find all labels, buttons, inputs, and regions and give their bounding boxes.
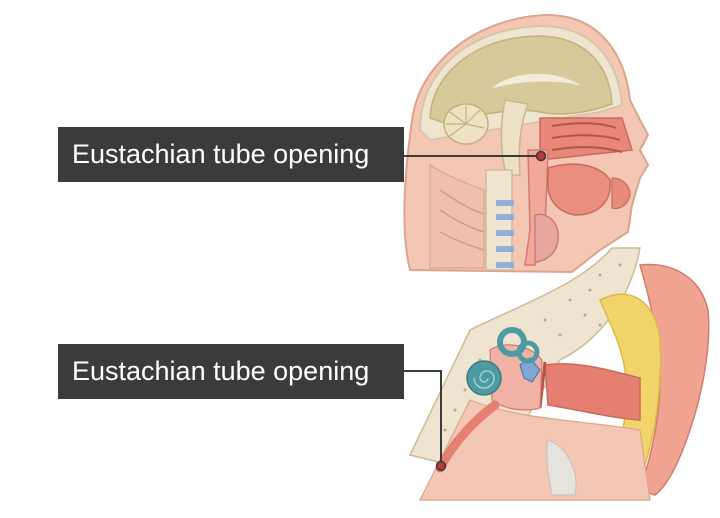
semicircular-canal-2: [516, 340, 540, 364]
nasal-conchae: [551, 122, 623, 153]
cerebellum-folia: [446, 106, 485, 137]
label-eustachian-tube-opening-top: Eustachian tube opening: [58, 127, 404, 182]
leader-line-bottom: [404, 370, 442, 462]
ear-canal: [544, 363, 641, 421]
eustachian-tube: [435, 400, 500, 473]
neck-muscle-striations: [439, 189, 485, 251]
lips: [611, 177, 631, 210]
eustachian-tube-opening-marker-top: [535, 150, 547, 162]
label-eustachian-tube-opening-bottom: Eustachian tube opening: [58, 344, 404, 399]
head-sagittal-section: [403, 13, 650, 274]
ear-cross-section: [408, 247, 710, 501]
intervertebral-disc-5: [496, 262, 514, 268]
intervertebral-disc-1: [496, 200, 514, 206]
cochlea: [466, 360, 502, 396]
intervertebral-disc-3: [496, 230, 514, 236]
mastoid-process: [546, 439, 577, 496]
intervertebral-disc-2: [496, 214, 514, 220]
eustachian-tube-opening-marker-bottom: [435, 460, 447, 472]
corpus-callosum: [487, 72, 586, 92]
intervertebral-disc-4: [496, 246, 514, 252]
neck-muscles: [429, 163, 485, 269]
larynx: [534, 213, 559, 263]
tongue: [547, 163, 611, 216]
cochlea-spiral: [473, 370, 495, 389]
